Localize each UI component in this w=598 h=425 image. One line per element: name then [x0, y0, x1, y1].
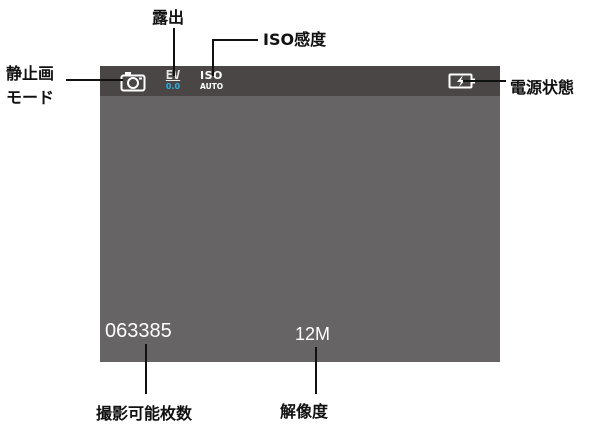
camera-icon	[120, 71, 146, 93]
ev-value: 0.0	[165, 82, 181, 91]
resolution-readout: 12M	[295, 324, 331, 344]
label-shots: 撮影可能枚数	[96, 404, 193, 423]
ev-label: EV	[165, 68, 181, 82]
iso-label: ISO	[200, 69, 223, 82]
label-power: 電源状態	[510, 78, 575, 97]
status-bar: EV 0.0 ISO AUTO	[100, 66, 500, 96]
label-exposure: 露出	[152, 8, 185, 27]
iso-value: AUTO	[200, 82, 224, 91]
shot-count: 063385	[105, 320, 172, 342]
label-resolution: 解像度	[280, 402, 329, 421]
iso-leader	[212, 39, 258, 76]
exposure-icon: EV 0.0	[162, 69, 184, 93]
label-still-mode-line1: 静止画	[6, 64, 55, 83]
iso-icon: ISO AUTO	[200, 70, 230, 94]
label-still-mode-line2: モード	[6, 88, 55, 107]
label-iso: ISO感度	[263, 30, 327, 49]
camera-lcd-screen: EV 0.0 ISO AUTO 063385 12M	[100, 66, 500, 362]
